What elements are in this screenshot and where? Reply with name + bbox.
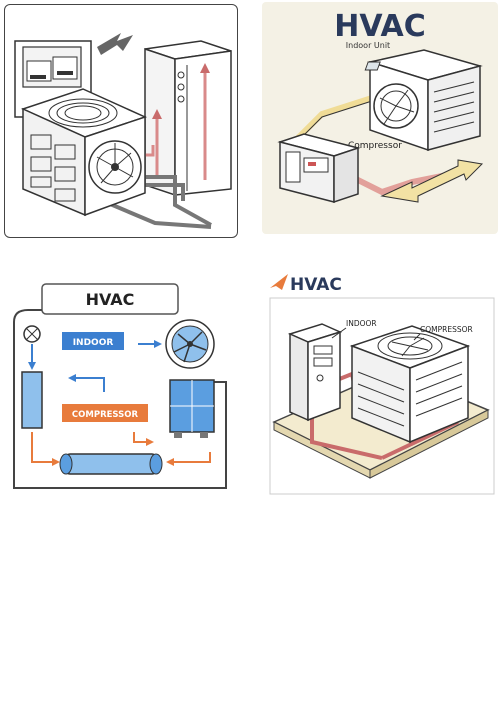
panel-2-title: HVAC	[334, 9, 426, 44]
indoor-unit	[287, 323, 343, 422]
condenser-coil-icon	[169, 379, 215, 438]
panel-4-title: HVAC	[290, 275, 342, 295]
flow-arrows-orange	[31, 432, 211, 463]
isometric-unit-svg: HVAC INDOOR	[269, 274, 495, 495]
indoor-unit	[364, 49, 483, 152]
hvac-cycle-svg: HVAC INDOOR COMPRESSOR	[13, 283, 227, 489]
evaporator-tube	[21, 371, 43, 429]
receiver-tank	[59, 453, 163, 475]
panel-indoor-unit-compressor: HVAC Indoor Unit Compressor	[262, 2, 498, 234]
fan-icon	[165, 319, 215, 369]
panel-hvac-cycle-diagram: HVAC INDOOR COMPRESSOR	[4, 262, 236, 498]
air-handler-cabinet	[144, 40, 232, 197]
compressor-label: Compressor	[348, 141, 402, 151]
indoor-label: INDOOR	[346, 319, 377, 328]
outdoor-unit-svg	[14, 33, 232, 229]
ground-pipes	[102, 175, 212, 229]
condenser-unit	[20, 88, 148, 217]
panel-outdoor-unit-illustration	[4, 4, 238, 238]
panel-isometric-unit: HVAC INDOOR	[262, 262, 498, 498]
panel-3-title: HVAC	[86, 290, 135, 309]
title-box	[41, 283, 179, 315]
refrigerant-loop	[13, 322, 227, 489]
compressor-unit	[277, 133, 361, 204]
wall-panel-icon	[14, 40, 92, 118]
indoor-label: INDOOR	[73, 338, 114, 348]
arrow-icon	[97, 33, 133, 55]
stock-id-watermark: 1511857195	[4, 602, 22, 722]
indoor-unit-label: Indoor Unit	[346, 41, 390, 50]
indoor-unit-svg: HVAC Indoor Unit Compressor	[277, 9, 484, 204]
compressor-label: COMPRESSOR	[72, 410, 139, 420]
hvac-logo-icon	[270, 274, 288, 290]
flow-arrow-icon	[380, 159, 484, 203]
compressor-label: COMPRESSOR	[420, 325, 473, 334]
condenser-unit	[349, 325, 471, 444]
